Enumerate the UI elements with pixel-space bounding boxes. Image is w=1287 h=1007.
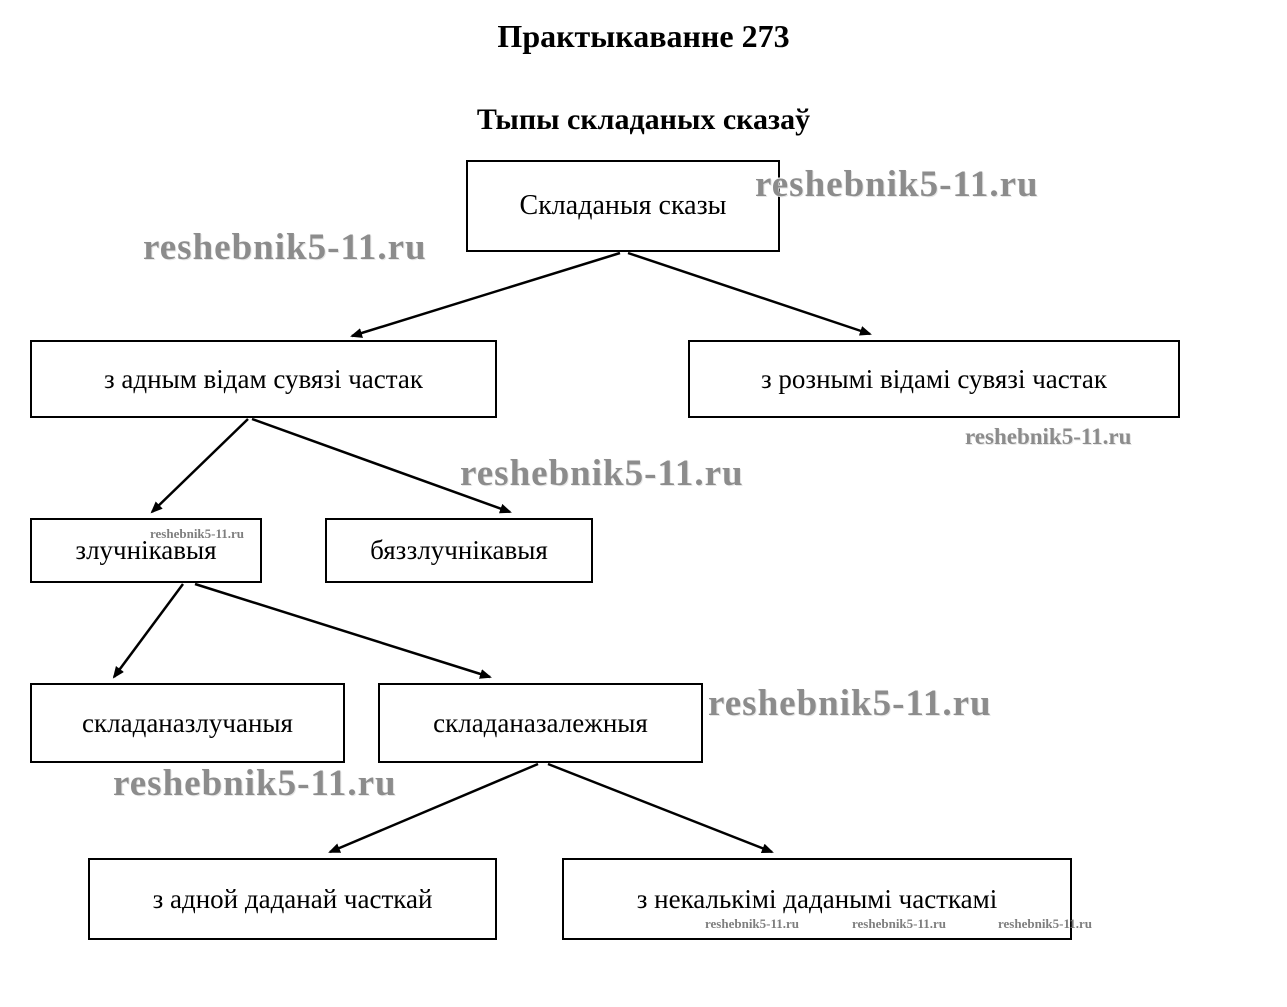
node-non-conjunctional: бяззлучнікавыя [325,518,593,583]
node-compound-sentences: складаназлучаныя [30,683,345,763]
node-different-types-of-connection: з рознымі відамі сувязі частак [688,340,1180,418]
diagram-subtitle: Тыпы складаных сказаў [476,103,811,136]
node-complex-sentences: Складаныя сказы [466,160,780,252]
node-complex-subordinate-sentences: складаназалежныя [378,683,703,763]
node-several-subordinate-clauses: з некалькімі даданымі часткамі [562,858,1072,940]
node-conjunctional: злучнікавыя [30,518,262,583]
node-one-subordinate-clause: з адной даданай часткай [88,858,497,940]
node-one-type-of-connection: з адным відам сувязі частак [30,340,497,418]
page-title: Практыкаванне 273 [497,18,790,54]
